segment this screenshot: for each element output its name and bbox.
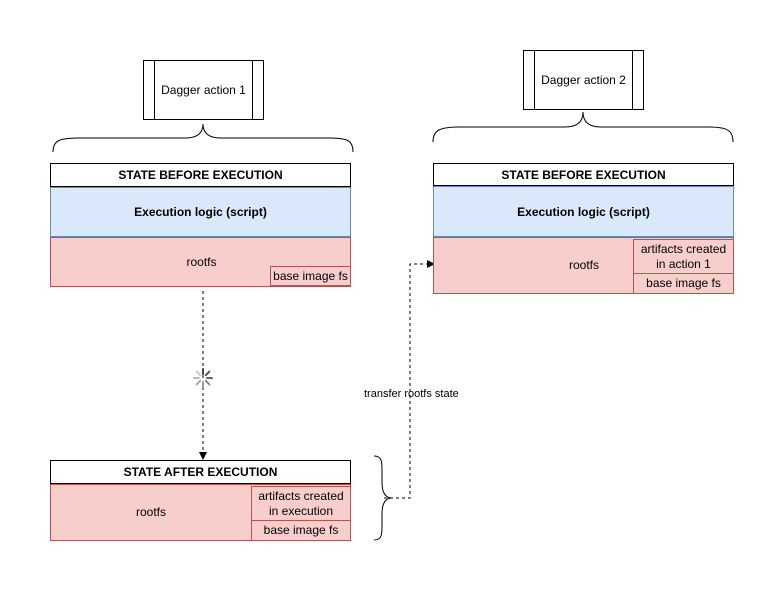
dagger-action-1-label: Dagger action 1 (161, 83, 246, 97)
before1-execution-logic[interactable]: Execution logic (script) (50, 187, 351, 237)
before1-logic-label: Execution logic (script) (134, 205, 267, 219)
after1-header[interactable]: STATE AFTER EXECUTION (50, 460, 351, 484)
before1-rootfs[interactable]: rootfs (50, 237, 351, 287)
after1-header-label: STATE AFTER EXECUTION (123, 465, 278, 479)
after1-artifacts[interactable]: artifacts created in execution (251, 486, 351, 521)
after1-base-image-fs[interactable]: base image fs (251, 520, 351, 541)
transfer-arrow-line (384, 263, 427, 499)
loading-spinner-icon (193, 368, 213, 388)
before2-artifacts-label: artifacts created in action 1 (640, 241, 727, 271)
dagger-action-2[interactable]: Dagger action 2 (523, 50, 644, 110)
dagger-action-1[interactable]: Dagger action 1 (143, 60, 264, 120)
before1-base-image-label: base image fs (273, 268, 348, 283)
after1-artifacts-label: artifacts created in execution (258, 488, 344, 518)
brace-action-1 (52, 123, 354, 153)
process-bar-right (252, 61, 253, 119)
before1-header[interactable]: STATE BEFORE EXECUTION (50, 163, 351, 187)
process-bar-left (534, 51, 535, 109)
before1-rootfs-label: rootfs (186, 255, 217, 269)
before1-header-label: STATE BEFORE EXECUTION (118, 168, 283, 182)
before2-artifacts[interactable]: artifacts created in action 1 (633, 239, 734, 274)
brace-after-execution (373, 455, 393, 541)
process-bar-right (632, 51, 633, 109)
transfer-arrow-head (427, 260, 435, 268)
before2-logic-label: Execution logic (script) (517, 204, 650, 219)
dagger-action-2-label: Dagger action 2 (541, 73, 626, 87)
before2-base-image-label: base image fs (646, 276, 721, 290)
after1-rootfs-label: rootfs (135, 505, 166, 519)
before2-header-label: STATE BEFORE EXECUTION (501, 167, 666, 182)
after1-base-image-label: base image fs (263, 523, 339, 537)
before2-base-image-fs[interactable]: base image fs (633, 273, 734, 294)
brace-action-2 (432, 111, 734, 143)
before1-base-image-fs[interactable]: base image fs (270, 266, 351, 286)
transfer-rootfs-label: transfer rootfs state (364, 388, 459, 400)
execution-arrow-head (199, 452, 207, 460)
process-bar-left (154, 61, 155, 119)
before2-header[interactable]: STATE BEFORE EXECUTION (433, 163, 734, 186)
before2-execution-logic[interactable]: Execution logic (script) (433, 186, 734, 237)
before2-rootfs-label: rootfs (568, 258, 599, 272)
